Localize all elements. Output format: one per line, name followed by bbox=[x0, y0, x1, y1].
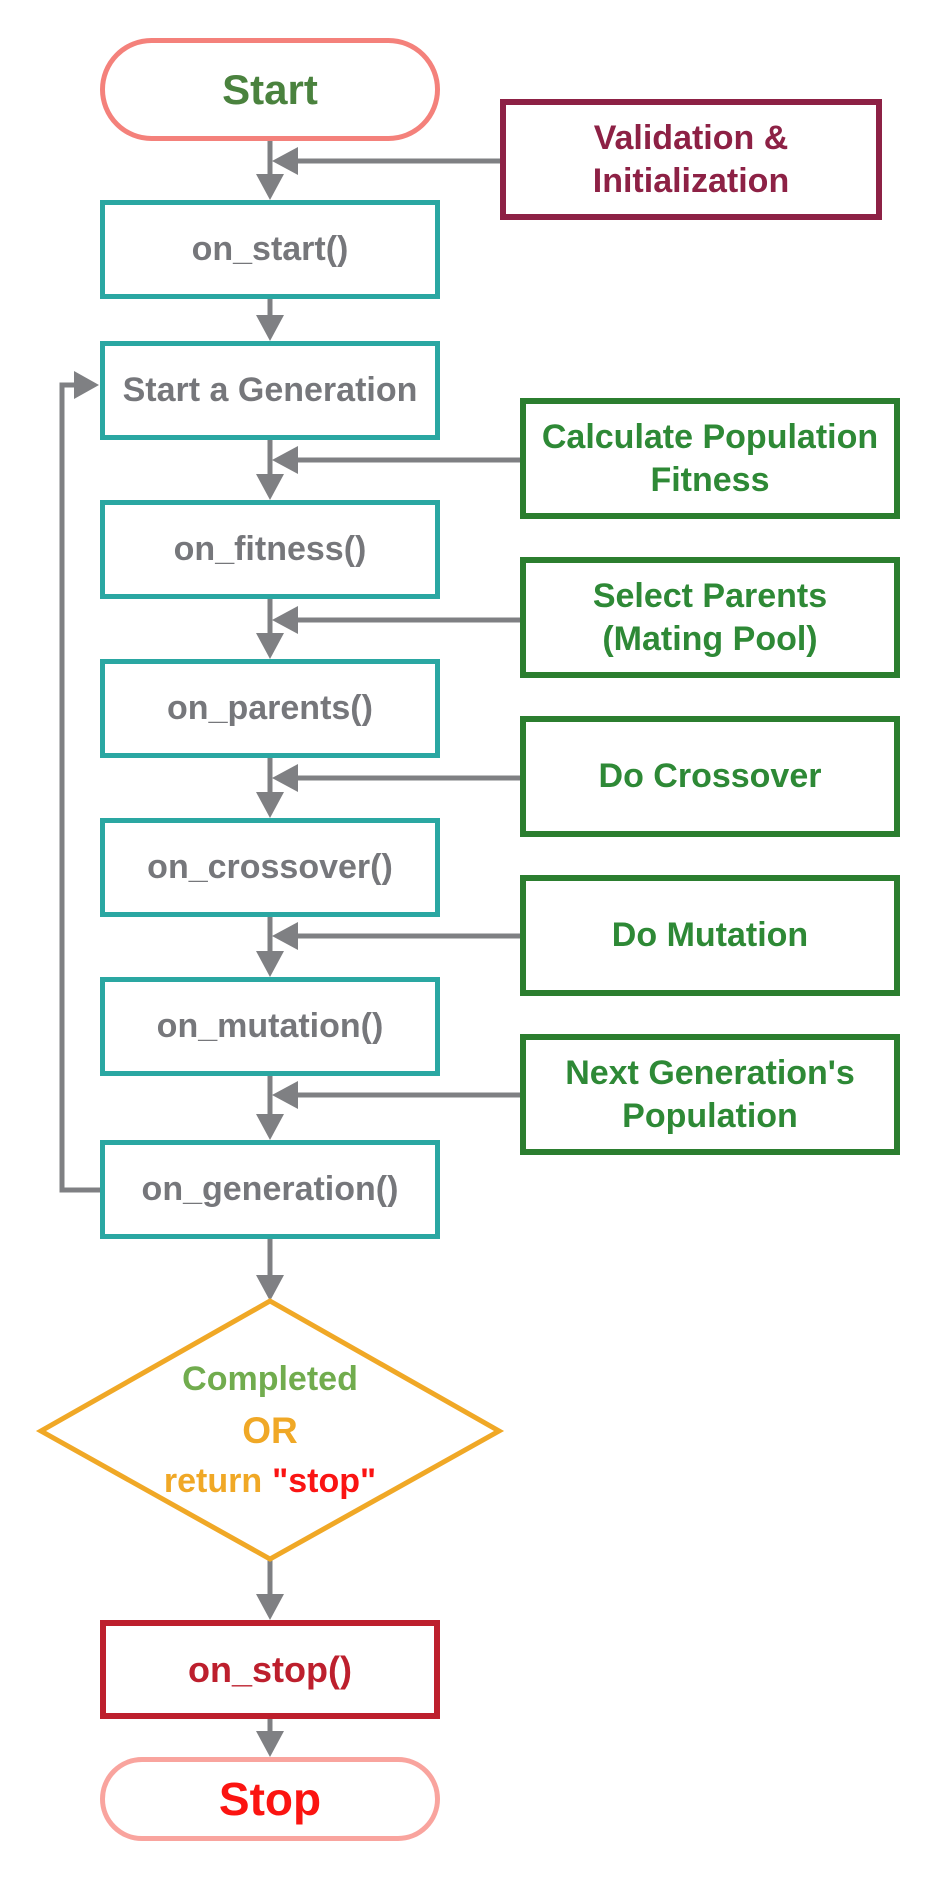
select-parents-line-2: (Mating Pool) bbox=[602, 619, 818, 658]
on-start-label: on_start() bbox=[191, 230, 349, 268]
on-fitness-box: on_fitness() bbox=[100, 500, 440, 599]
on-parents-label: on_parents() bbox=[167, 689, 373, 727]
start-label: Start bbox=[222, 65, 318, 113]
stop-label: Stop bbox=[218, 1773, 322, 1825]
next-generation-line-1: Next Generation's bbox=[565, 1053, 855, 1092]
decision-diamond bbox=[35, 1298, 505, 1562]
on-stop-label: on_stop() bbox=[188, 1648, 352, 1690]
validation-initialization-note: Validation & Initialization bbox=[500, 99, 882, 220]
do-mutation-line-1: Do Mutation bbox=[611, 916, 809, 955]
calculate-fitness-line-2: Fitness bbox=[650, 460, 770, 499]
on-mutation-label: on_mutation() bbox=[156, 1007, 384, 1045]
next-generation-note: Next Generation's Population bbox=[520, 1034, 900, 1155]
start-generation-label: Start a Generation bbox=[122, 371, 418, 409]
next-generation-line-2: Population bbox=[622, 1096, 798, 1135]
decision-return-label: return bbox=[163, 1462, 263, 1500]
decision-stop-value: "stop" bbox=[272, 1462, 377, 1500]
decision-completed-label: Completed bbox=[182, 1360, 358, 1398]
calculate-fitness-line-1: Calculate Population bbox=[541, 417, 879, 456]
arrowheads bbox=[74, 147, 298, 1757]
on-crossover-box: on_crossover() bbox=[100, 818, 440, 917]
on-stop-box: on_stop() bbox=[100, 1620, 440, 1719]
decision-or-label: OR bbox=[242, 1410, 298, 1451]
on-start-box: on_start() bbox=[100, 200, 440, 299]
on-fitness-label: on_fitness() bbox=[173, 530, 367, 568]
select-parents-line-1: Select Parents bbox=[592, 576, 828, 615]
validation-line-1: Validation & bbox=[593, 118, 789, 157]
do-crossover-line-1: Do Crossover bbox=[598, 757, 822, 796]
start-generation-box: Start a Generation bbox=[100, 341, 440, 440]
select-parents-note: Select Parents (Mating Pool) bbox=[520, 557, 900, 678]
on-generation-label: on_generation() bbox=[141, 1170, 399, 1208]
validation-line-2: Initialization bbox=[592, 161, 790, 200]
on-parents-box: on_parents() bbox=[100, 659, 440, 758]
decision-text: Completed OR return"stop" bbox=[70, 1354, 470, 1507]
on-mutation-box: on_mutation() bbox=[100, 977, 440, 1076]
loop-back-line bbox=[59, 382, 100, 1193]
start-terminator: Start bbox=[100, 38, 440, 141]
do-crossover-note: Do Crossover bbox=[520, 716, 900, 837]
on-crossover-label: on_crossover() bbox=[147, 848, 393, 886]
do-mutation-note: Do Mutation bbox=[520, 875, 900, 996]
stop-terminator: Stop bbox=[100, 1757, 440, 1841]
calculate-fitness-note: Calculate Population Fitness bbox=[520, 398, 900, 519]
on-generation-box: on_generation() bbox=[100, 1140, 440, 1239]
